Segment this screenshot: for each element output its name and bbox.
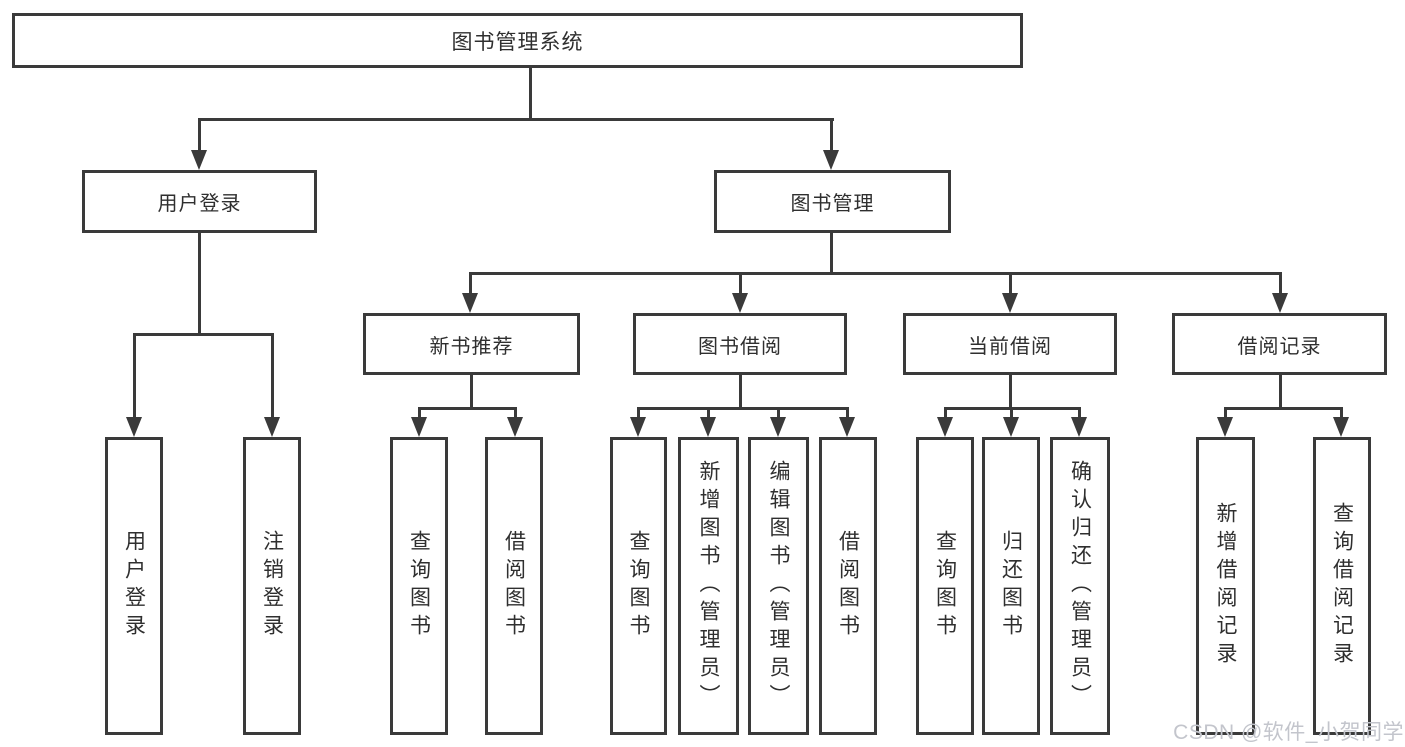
leaf-query-borrow-record: 查询借阅记录 — [1313, 437, 1371, 735]
leaf-label: 查询图书 — [407, 530, 431, 642]
connector-line — [470, 375, 473, 407]
connector-line — [637, 407, 849, 410]
arrow-down-icon — [770, 417, 786, 437]
leaf-label: 归还图书 — [999, 530, 1023, 642]
arrow-down-icon — [462, 293, 478, 313]
arrow-down-icon — [1071, 417, 1087, 437]
node-label: 图书管理 — [790, 193, 875, 215]
leaf-add-borrow-record: 新增借阅记录 — [1196, 437, 1255, 735]
connector-line — [514, 407, 517, 419]
connector-line — [777, 407, 780, 419]
arrow-down-icon — [191, 150, 207, 170]
leaf-edit-books-admin: 编辑图书（管理员） — [748, 437, 809, 735]
node-user-login: 用户登录 — [82, 170, 317, 233]
arrow-down-icon — [1272, 293, 1288, 313]
leaf-query-books-recommend: 查询图书 — [390, 437, 448, 735]
leaf-user-login: 用户登录 — [105, 437, 163, 735]
node-label: 用户登录 — [157, 193, 242, 215]
connector-line — [1224, 407, 1343, 410]
node-label: 借阅记录 — [1237, 335, 1322, 358]
connector-line — [469, 272, 472, 295]
node-current-borrowing: 当前借阅 — [903, 313, 1117, 375]
connector-line — [133, 333, 136, 419]
arrow-down-icon — [823, 150, 839, 170]
leaf-label: 查询借阅记录 — [1330, 502, 1354, 670]
leaf-label: 借阅图书 — [836, 530, 860, 642]
connector-line — [198, 118, 201, 152]
node-new-book-recommendation: 新书推荐 — [363, 313, 580, 375]
connector-line — [1224, 407, 1227, 419]
node-label: 新书推荐 — [429, 335, 514, 358]
node-label: 当前借阅 — [968, 335, 1052, 358]
arrow-down-icon — [1217, 417, 1233, 437]
connector-line — [1010, 407, 1013, 419]
node-library-management-system: 图书管理系统 — [12, 13, 1023, 68]
connector-line — [133, 333, 273, 336]
leaf-query-books-borrowing: 查询图书 — [610, 437, 667, 735]
node-borrowing-records: 借阅记录 — [1172, 313, 1387, 375]
arrow-down-icon — [630, 417, 646, 437]
arrow-down-icon — [700, 417, 716, 437]
leaf-logout: 注销登录 — [243, 437, 301, 735]
connector-line — [418, 407, 517, 410]
arrow-down-icon — [126, 417, 142, 437]
connector-line — [739, 272, 742, 295]
leaf-add-books-admin: 新增图书（管理员） — [678, 437, 739, 735]
leaf-label: 编辑图书（管理员） — [767, 460, 790, 712]
connector-line — [418, 407, 421, 419]
connector-line — [198, 118, 834, 121]
connector-line — [529, 68, 532, 118]
node-book-borrowing: 图书借阅 — [633, 313, 847, 375]
leaf-label: 新增借阅记录 — [1214, 502, 1237, 670]
leaf-label: 用户登录 — [122, 530, 146, 642]
leaf-label: 查询图书 — [933, 530, 957, 642]
connector-line — [739, 375, 742, 407]
connector-line — [1009, 375, 1012, 407]
connector-line — [1078, 407, 1081, 419]
arrow-down-icon — [937, 417, 953, 437]
arrow-down-icon — [839, 417, 855, 437]
arrow-down-icon — [411, 417, 427, 437]
leaf-confirm-return-admin: 确认归还（管理员） — [1050, 437, 1110, 735]
leaf-return-books: 归还图书 — [982, 437, 1040, 735]
arrow-down-icon — [264, 417, 280, 437]
arrow-down-icon — [732, 293, 748, 313]
connector-line — [198, 233, 201, 333]
arrow-down-icon — [1333, 417, 1349, 437]
leaf-query-books-current: 查询图书 — [916, 437, 974, 735]
leaf-label: 确认归还（管理员） — [1068, 460, 1092, 712]
connector-line — [707, 407, 710, 419]
leaf-borrow-books-recommend: 借阅图书 — [485, 437, 543, 735]
connector-line — [1340, 407, 1343, 419]
connector-line — [1279, 272, 1282, 295]
arrow-down-icon — [507, 417, 523, 437]
leaf-borrow-books: 借阅图书 — [819, 437, 877, 735]
leaf-label: 注销登录 — [260, 530, 284, 642]
arrow-down-icon — [1003, 417, 1019, 437]
leaf-label: 新增图书（管理员） — [697, 460, 720, 712]
arrow-down-icon — [1002, 293, 1018, 313]
leaf-label: 借阅图书 — [502, 530, 526, 642]
connector-line — [1279, 375, 1282, 407]
connector-line — [846, 407, 849, 419]
node-book-management: 图书管理 — [714, 170, 951, 233]
connector-line — [1009, 272, 1012, 295]
leaf-label: 查询图书 — [627, 530, 650, 642]
connector-line — [637, 407, 640, 419]
connector-line — [830, 233, 833, 272]
connector-line — [469, 272, 1282, 275]
connector-line — [944, 407, 947, 419]
connector-line — [830, 118, 833, 152]
node-label: 图书借阅 — [698, 335, 782, 358]
node-label: 图书管理系统 — [451, 30, 584, 54]
connector-line — [271, 333, 274, 419]
